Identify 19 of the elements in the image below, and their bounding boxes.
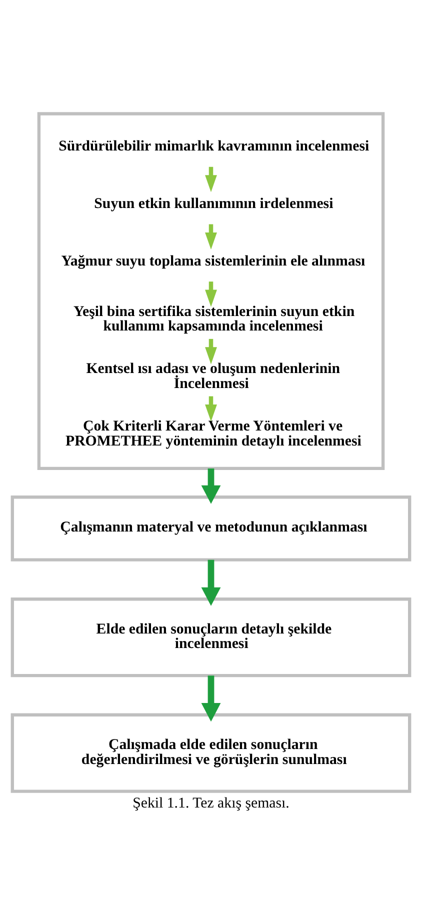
arrow (205, 396, 217, 422)
node-text: Çok Kriterli Karar Verme Yöntemleri ve PROMETHEE yönteminin detaylı incelenmesi (66, 418, 362, 450)
arrow (205, 166, 217, 192)
arrow (201, 676, 221, 722)
node-box: Elde edilen sonuçların detaylı şekilde incelenmesi (10, 598, 412, 678)
cluster (37, 112, 385, 470)
node-text: Sürdürülebilir mimarlık kavramının incelenmesi (58, 138, 370, 155)
caption: Şekil 1.1. Tez akış şeması. (132, 795, 290, 812)
arrow (201, 468, 221, 504)
node-box: Çalışmanın materyal ve metodunun açıklanması (10, 496, 412, 562)
arrow (205, 282, 217, 307)
node-text: Suyun etkin kullanımının irdelenmesi (94, 196, 334, 212)
node-text: Yağmur suyu toplama sistemlerinin ele alınması (61, 253, 366, 270)
arrow (201, 560, 221, 606)
node-box: Çalışmada elde edilen sonuçların değerlendirilmesi ve görüşlerin sunulması (10, 713, 412, 793)
arrow (205, 338, 217, 364)
arrow (205, 224, 217, 250)
node-text: Kentsel ısı adası ve oluşum nedenlerinin İncelenmesi (86, 361, 340, 392)
node-text: Yeşil bina sertifika sistemlerinin suyun etkin kullanımı kapsamında incelenmesi (73, 304, 355, 335)
